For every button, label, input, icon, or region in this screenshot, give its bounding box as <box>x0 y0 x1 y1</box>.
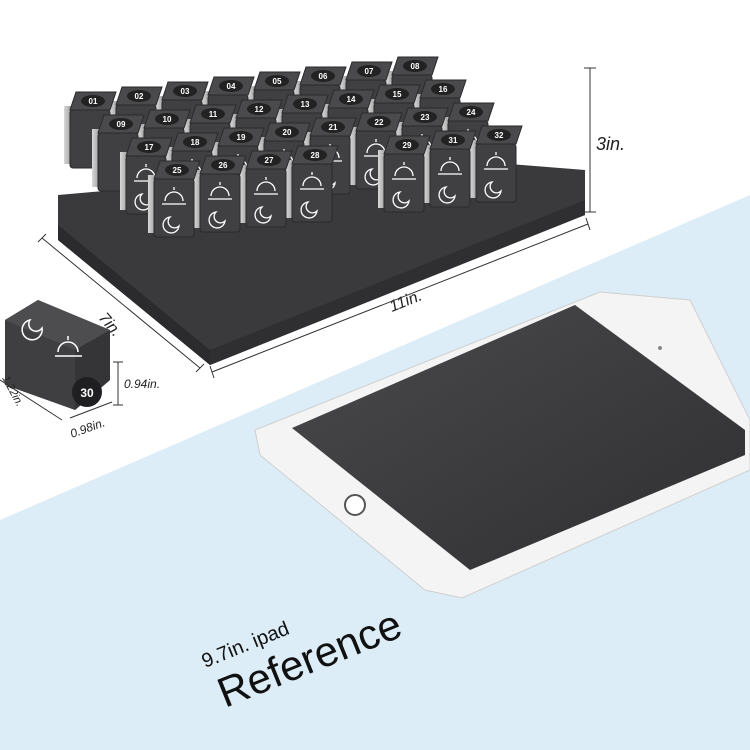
sun-icon <box>162 187 186 205</box>
moon-icon <box>438 186 456 204</box>
compartment-number: 04 <box>227 82 236 91</box>
compartment-number: 20 <box>283 128 292 137</box>
compartment-cube: 27 <box>240 150 293 228</box>
compartment-number: 01 <box>89 97 98 106</box>
compartment-number: 06 <box>319 72 328 81</box>
compartment-cube: 25 <box>148 160 201 238</box>
compartment-width-label: 0.98in. <box>68 415 107 440</box>
compartment-number: 19 <box>237 133 246 142</box>
compartment-number: 31 <box>449 136 458 145</box>
ipad-screen <box>292 305 745 570</box>
compartment-number: 10 <box>163 115 172 124</box>
compartment-number: 17 <box>145 143 154 152</box>
compartment-cube: 32 <box>470 125 523 203</box>
sun-icon <box>254 177 278 195</box>
compartment-number: 15 <box>393 90 402 99</box>
compartment-number: 07 <box>365 67 374 76</box>
compartment-number: 29 <box>403 141 412 150</box>
compartment-number: 03 <box>181 87 190 96</box>
compartment-number: 14 <box>347 95 356 104</box>
sun-icon <box>208 182 232 200</box>
sun-icon <box>484 152 508 170</box>
compartment-number: 25 <box>173 166 182 175</box>
compartment-grid: 08 07 06 05 04 03 02 01 16 15 14 13 12 11 10 09 24 23 22 21… <box>64 56 523 238</box>
moon-icon <box>162 216 180 234</box>
compartment-number: 16 <box>439 85 448 94</box>
moon-icon <box>254 206 272 224</box>
compartment-number: 09 <box>117 120 126 129</box>
compartment-number: 12 <box>255 105 264 114</box>
compartment-number: 11 <box>209 110 218 119</box>
loose-compartment-number: 30 <box>80 386 94 400</box>
compartment-number: 28 <box>311 151 320 160</box>
compartment-number: 26 <box>219 161 228 170</box>
compartment-number: 21 <box>329 123 338 132</box>
compartment-height-label: 0.94in. <box>124 377 160 391</box>
compartment-cube: 28 <box>286 145 339 223</box>
compartment-number: 24 <box>467 108 476 117</box>
compartment-cube: 26 <box>194 155 247 233</box>
moon-icon <box>484 181 502 199</box>
sun-icon <box>55 336 82 357</box>
compartment-number: 23 <box>421 113 430 122</box>
ipad-camera <box>658 346 662 350</box>
moon-icon <box>300 201 318 219</box>
compartment-number: 32 <box>495 131 504 140</box>
compartment-number: 13 <box>301 100 310 109</box>
moon-icon <box>208 211 226 229</box>
compartment-number: 18 <box>191 138 200 147</box>
compartment-number: 02 <box>135 92 144 101</box>
compartment-number: 27 <box>265 156 274 165</box>
compartment-cube: 01 <box>64 91 117 169</box>
sun-icon <box>392 162 416 180</box>
compartment-cube: 31 <box>424 130 477 208</box>
sun-icon <box>300 172 324 190</box>
dimension-lines <box>0 67 596 421</box>
compartment-cube: 29 <box>378 135 431 213</box>
compartment-number: 08 <box>411 62 420 71</box>
compartment-number: 05 <box>273 77 282 86</box>
moon-icon <box>21 318 43 341</box>
loose-compartment: 30 <box>5 300 110 410</box>
moon-icon <box>392 191 410 209</box>
home-button <box>344 494 366 516</box>
sun-icon <box>438 157 462 175</box>
compartment-number: 22 <box>375 118 384 127</box>
height-dimension-label: 3in. <box>596 134 625 154</box>
ipad-reference <box>254 291 750 599</box>
